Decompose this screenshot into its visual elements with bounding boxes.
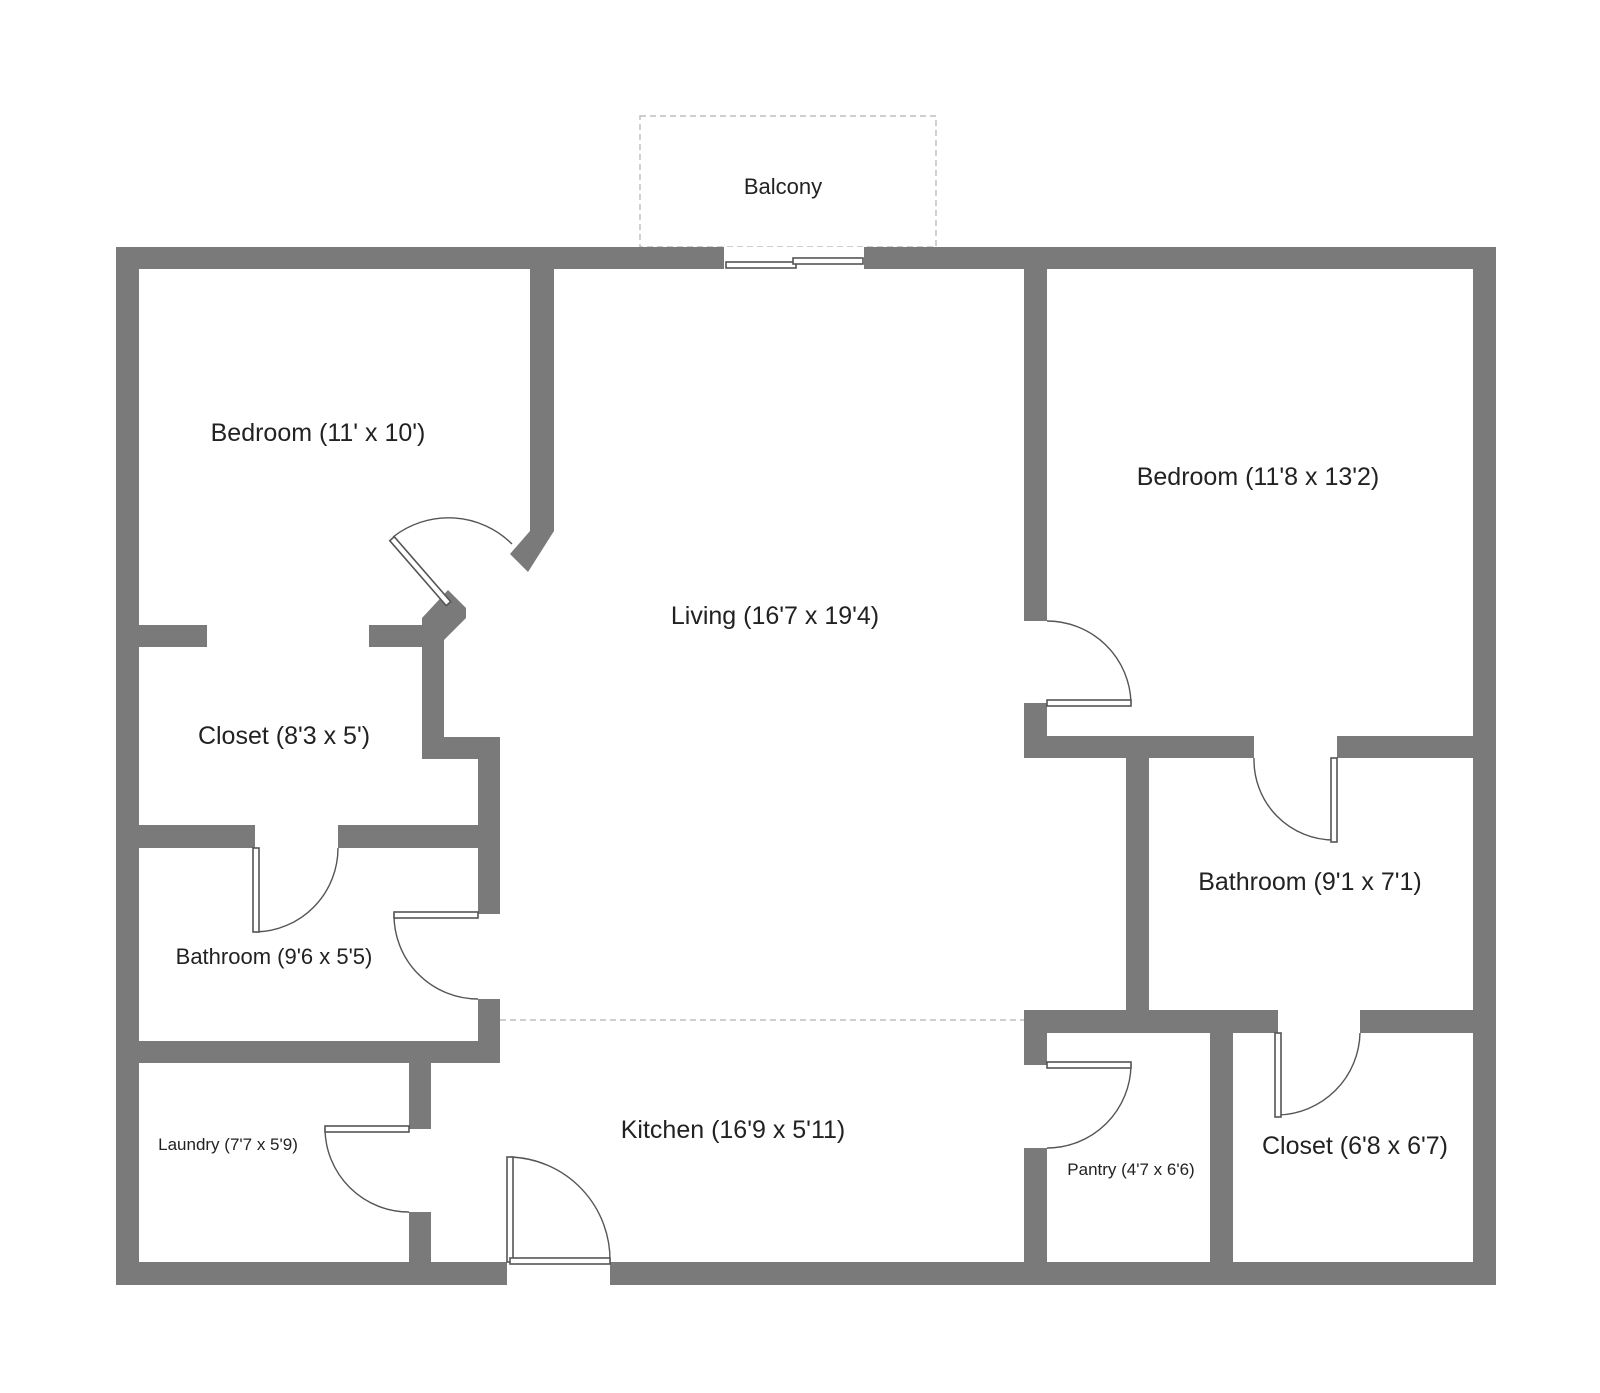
room-label-kitchen: Kitchen (16'9 x 5'11) [621,1116,846,1144]
room-label-laundry: Laundry (7'7 x 5'9) [158,1135,298,1154]
wall-closet-bath-left [139,825,255,848]
wall-living-bedroom-right [1024,269,1047,621]
wall-kitchen-pantry-bottom [1024,1148,1047,1262]
entry-opening [507,1262,610,1285]
wall-kitchen-pantry-top [1024,1010,1047,1065]
exterior-walls [116,247,1496,1285]
door-bedroom-right[interactable] [1046,620,1132,707]
wall-closet-top-left [139,625,207,647]
wall-bath-closet-right [1360,1010,1473,1033]
wall-bath-pantry-left [1024,1010,1278,1033]
wall-bath-right-west [1126,758,1149,1010]
door-entry[interactable] [506,1156,611,1265]
door-laundry[interactable] [324,1125,410,1213]
wall-bath-laundry [139,1041,500,1063]
wall-bedroom-living [530,269,554,531]
door-closet-right[interactable] [1274,1032,1361,1118]
door-bathroom-left[interactable] [393,911,479,1000]
room-label-closet-right: Closet (6'8 x 6'7) [1262,1132,1448,1160]
room-label-closet-left: Closet (8'3 x 5') [198,722,370,750]
door-pantry[interactable] [1046,1061,1132,1149]
door-bedroom-left[interactable] [388,517,513,607]
wall-pantry-closet [1210,1033,1233,1262]
wall-laundry-kitchen-top [409,1041,431,1129]
room-label-living: Living (16'7 x 19'4) [671,602,879,630]
sliding-door[interactable] [725,257,864,269]
west-wall [116,247,139,1285]
wall-diagonal-top [510,531,554,572]
east-wall [1473,247,1496,1285]
room-label-bedroom-left: Bedroom (11' x 10') [211,419,426,447]
room-label-bedroom-right: Bedroom (11'8 x 13'2) [1137,463,1380,491]
room-label-bathroom-left: Bathroom (9'6 x 5'5) [176,944,373,969]
room-label-pantry: Pantry (4'7 x 6'6) [1067,1160,1194,1179]
room-label-balcony: Balcony [744,174,822,199]
room-label-bathroom-right: Bathroom (9'1 x 7'1) [1198,868,1422,896]
door-bathroom-right[interactable] [1253,757,1338,843]
wall-bedroom-bath-left [1024,736,1254,758]
wall-step-1 [422,625,444,759]
wall-bedroom-bath-right [1337,736,1473,758]
south-wall [116,1262,1496,1285]
wall-laundry-kitchen-bottom [409,1212,431,1262]
door-closet-left-bath[interactable] [252,847,339,933]
interior-walls [139,269,1473,1262]
wall-closet-bath-right [338,825,500,848]
